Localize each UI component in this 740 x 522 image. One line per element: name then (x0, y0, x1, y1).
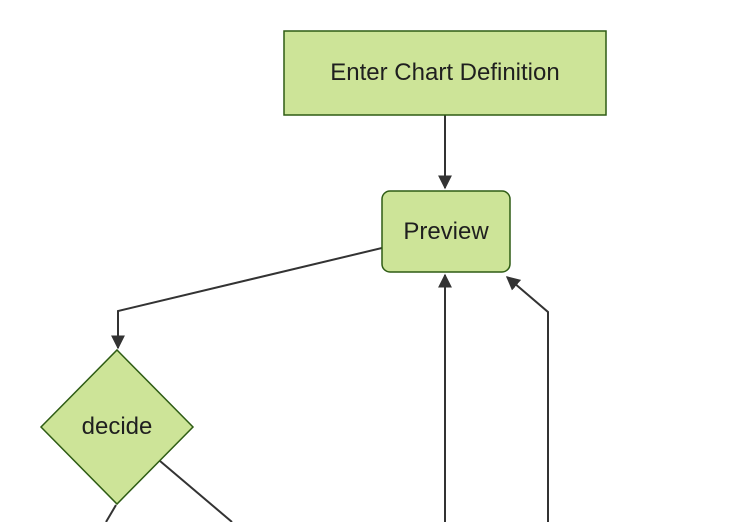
edge-layer (105, 115, 549, 522)
edge-decide-to-offscreen-bottom-right (159, 460, 233, 522)
node-layer (39, 30, 607, 506)
edge-offscreen-bottom-right-to-preview (505, 276, 549, 522)
node-enter-chart-definition-shape (283, 30, 607, 116)
node-preview-shape (381, 190, 511, 273)
edge-preview-to-decide (111, 247, 383, 350)
edge-decide-to-offscreen-bottom-left (105, 504, 117, 522)
node-decide-shape (39, 348, 195, 506)
